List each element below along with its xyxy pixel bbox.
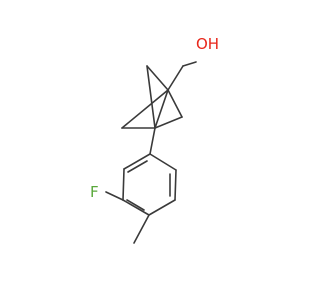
bond-ring-double-3 [127, 160, 148, 173]
bond-cage-5 [154, 116, 183, 129]
bond-cage-6 [121, 89, 169, 129]
bond-cage-1 [146, 65, 169, 91]
fluorine-label: F [90, 183, 99, 201]
bond-cage-3 [154, 89, 169, 129]
bond-ring-e [122, 168, 125, 201]
hydroxyl-label: OH [196, 35, 219, 53]
bond-cage-4 [167, 89, 183, 118]
bond-ring-b [174, 169, 177, 201]
bond-ring-d [122, 199, 150, 216]
bond-c-f [105, 191, 124, 201]
molecule-structure: OH F [90, 35, 219, 244]
bond-c1-ch2 [167, 65, 184, 91]
bond-ring-double-2 [126, 199, 145, 211]
bond-ring-c [148, 199, 176, 216]
bond-ring-f [123, 153, 151, 170]
bond-ch2-o [182, 61, 197, 67]
bond-c3-aryl [149, 127, 156, 155]
bond-ring-a [149, 153, 177, 171]
bond-cage-2 [146, 65, 156, 129]
bond-methyl [133, 214, 150, 244]
